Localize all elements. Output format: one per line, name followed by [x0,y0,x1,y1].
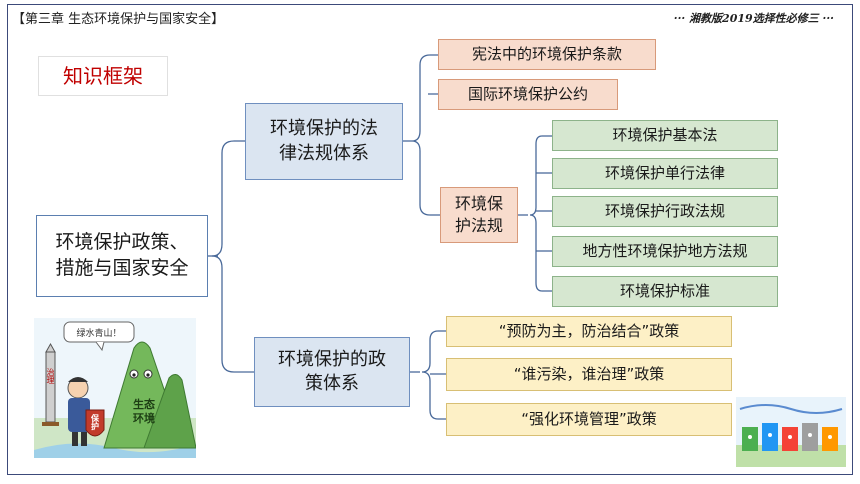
env-law-line1: 环境保 [454,193,503,213]
root-line2: 措施与国家安全 [55,257,189,279]
guardian-mountain-illustration: 绿水青山！ 生态 环境 治理 保护 [34,318,196,458]
corner-decoration-image [736,397,846,467]
law-item-single: 环境保护单行法律 [552,158,778,189]
root-line1: 环境保护政策、 [55,231,189,254]
shield-text: 保护 [90,413,100,431]
law-item-basic: 环境保护基本法 [552,120,778,151]
speech-bubble-text: 绿水青山！ [76,327,121,339]
env-law-node: 环境保 护法规 [440,187,518,243]
policy-item-management: “强化环境管理”政策 [446,403,732,436]
env-law-line2: 护法规 [454,216,503,235]
root-node: 环境保护政策、 措施与国家安全 [36,215,208,297]
mountain-text-1: 生态 [133,397,155,411]
mountain-text-2: 环境 [133,411,155,425]
chapter-header: 【第三章 生态环境保护与国家安全】 [12,12,225,27]
framework-title: 知识框架 [38,56,168,96]
law-item-local: 地方性环境保护地方法规 [552,236,778,267]
sword-text: 治理 [46,367,55,384]
policy-system-line1: 环境保护的政 [278,348,386,370]
law-system-line2: 律法规体系 [279,142,369,164]
policy-item-prevention: “预防为主，防治结合”政策 [446,316,732,347]
policy-system-node: 环境保护的政 策体系 [254,337,410,407]
international-convention-node: 国际环境保护公约 [438,79,618,110]
constitution-clause-node: 宪法中的环境保护条款 [438,39,656,70]
law-system-line1: 环境保护的法 [270,118,378,140]
edition-label: ··· 湘教版2019选择性必修三 ··· [673,12,834,25]
law-item-standard: 环境保护标准 [552,276,778,307]
policy-item-polluter: “谁污染，谁治理”政策 [446,358,732,391]
law-system-node: 环境保护的法 律法规体系 [245,103,403,180]
law-item-administrative: 环境保护行政法规 [552,196,778,227]
policy-system-line2: 策体系 [305,373,359,394]
slide-frame [7,4,853,475]
